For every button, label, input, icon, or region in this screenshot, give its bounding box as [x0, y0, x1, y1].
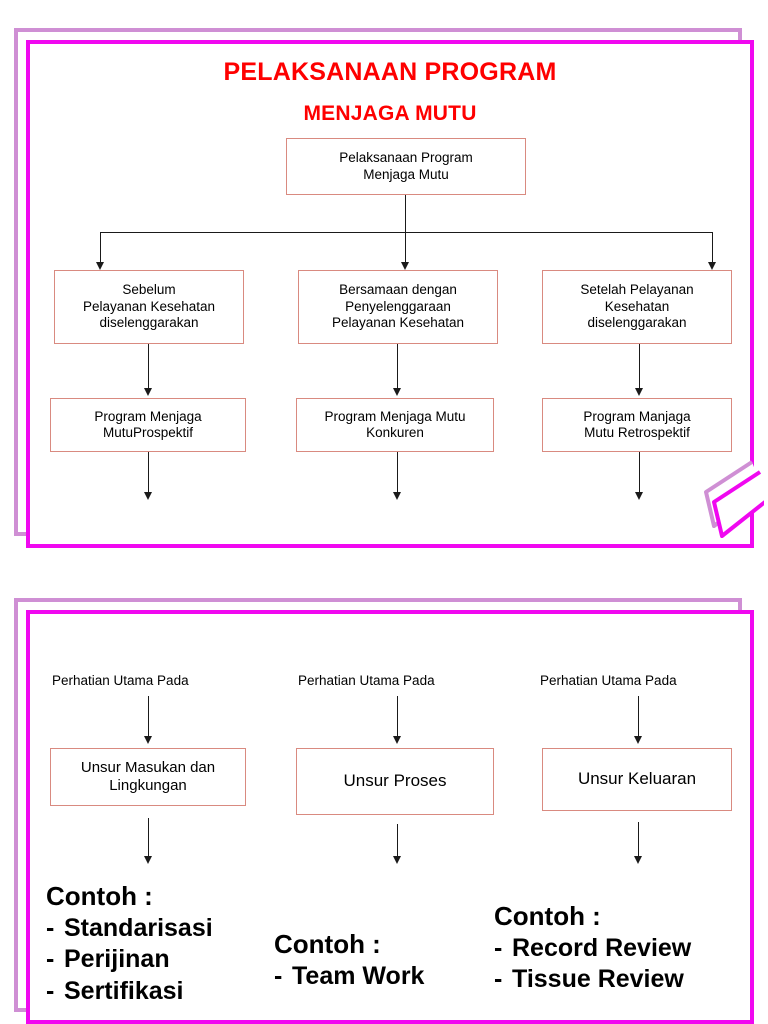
slide-2-inner-frame	[26, 610, 754, 1024]
timing-to-program-line-center	[397, 344, 398, 390]
bullet-dash: -	[494, 933, 503, 962]
box-to-example-arrow-left	[144, 856, 152, 864]
root-box: Pelaksanaan Program Menjaga Mutu	[286, 138, 526, 195]
example-list-input: -Standarisasi -Perijinan -Sertifikasi	[46, 913, 213, 1008]
example-list-output: -Record Review -Tissue Review	[494, 933, 691, 996]
program-box-prospektif-label: Program Menjaga MutuProspektif	[94, 408, 202, 440]
page-curl-icon	[704, 460, 764, 538]
program-exit-arrow-center	[393, 492, 401, 500]
list-item: -Team Work	[274, 961, 424, 993]
element-box-process: Unsur Proses	[296, 748, 494, 815]
box-to-example-arrow-right	[634, 856, 642, 864]
drop-arrow-left	[96, 262, 104, 270]
slide-2-content: Perhatian Utama Pada Perhatian Utama Pad…	[26, 610, 754, 1024]
timing-box-during: Bersamaan dengan Penyelenggaraan Pelayan…	[298, 270, 498, 344]
box-to-example-line-right	[638, 822, 639, 858]
example-heading-input: Contoh :	[46, 881, 153, 911]
bullet-dash: -	[46, 945, 55, 974]
drop-arrow-right	[708, 262, 716, 270]
program-box-prospektif: Program Menjaga MutuProspektif	[50, 398, 246, 452]
root-trunk-line	[405, 195, 406, 232]
list-item: -Record Review	[494, 933, 691, 965]
bullet-dash: -	[46, 913, 55, 942]
focus-to-box-arrow-right	[634, 736, 642, 744]
distributor-line	[100, 232, 712, 233]
slide-1: PELAKSANAAN PROGRAM MENJAGA MUTU Pelaksa…	[14, 28, 764, 548]
bullet-dash: -	[274, 961, 283, 990]
focus-label-output: Perhatian Utama Pada	[540, 673, 677, 688]
program-exit-line-right	[639, 452, 640, 494]
list-item-label: Perijinan	[64, 945, 170, 974]
program-box-retrospektif: Program Manjaga Mutu Retrospektif	[542, 398, 732, 452]
example-block-input: Contoh : -Standarisasi -Perijinan -Serti…	[46, 880, 213, 1007]
element-box-process-label: Unsur Proses	[343, 771, 447, 791]
example-block-process: Contoh : -Team Work	[274, 928, 424, 992]
slide-1-title-line-2: MENJAGA MUTU	[303, 102, 477, 125]
example-list-process: -Team Work	[274, 961, 424, 993]
element-box-output: Unsur Keluaran	[542, 748, 732, 811]
focus-to-box-line-right	[638, 696, 639, 738]
program-exit-arrow-right	[635, 492, 643, 500]
box-to-example-arrow-center	[393, 856, 401, 864]
timing-box-during-label: Bersamaan dengan Penyelenggaraan Pelayan…	[331, 282, 465, 331]
drop-line-right	[712, 232, 713, 264]
focus-to-box-arrow-center	[393, 736, 401, 744]
timing-to-program-arrow-left	[144, 388, 152, 396]
example-heading-process: Contoh :	[274, 929, 381, 959]
slide-1-title-line-1: PELAKSANAAN PROGRAM	[223, 58, 557, 86]
drop-arrow-center	[401, 262, 409, 270]
list-item-label: Standarisasi	[64, 913, 213, 942]
focus-to-box-line-left	[148, 696, 149, 738]
root-box-label: Pelaksanaan Program Menjaga Mutu	[339, 150, 473, 182]
slide-2: Perhatian Utama Pada Perhatian Utama Pad…	[14, 598, 754, 1024]
focus-to-box-line-center	[397, 696, 398, 738]
element-box-input: Unsur Masukan dan Lingkungan	[50, 748, 246, 806]
program-box-konkuren: Program Menjaga Mutu Konkuren	[296, 398, 494, 452]
list-item: -Perijinan	[46, 944, 213, 976]
timing-box-after: Setelah Pelayanan Kesehatan diselenggara…	[542, 270, 732, 344]
timing-box-before: Sebelum Pelayanan Kesehatan diselenggara…	[54, 270, 244, 344]
focus-to-box-arrow-left	[144, 736, 152, 744]
list-item-label: Team Work	[292, 961, 425, 990]
focus-label-process: Perhatian Utama Pada	[298, 673, 435, 688]
list-item: -Sertifikasi	[46, 976, 213, 1008]
program-exit-arrow-left	[144, 492, 152, 500]
program-exit-line-left	[148, 452, 149, 494]
program-box-konkuren-label: Program Menjaga Mutu Konkuren	[324, 408, 466, 440]
focus-label-input: Perhatian Utama Pada	[52, 673, 189, 688]
timing-box-after-label: Setelah Pelayanan Kesehatan diselenggara…	[580, 282, 694, 331]
list-item-label: Record Review	[512, 933, 692, 962]
list-item-label: Sertifikasi	[64, 976, 184, 1005]
timing-to-program-line-right	[639, 344, 640, 390]
list-item: -Tissue Review	[494, 964, 691, 996]
program-exit-line-center	[397, 452, 398, 494]
timing-to-program-line-left	[148, 344, 149, 390]
element-box-input-label: Unsur Masukan dan Lingkungan	[80, 758, 216, 794]
list-item-label: Tissue Review	[512, 965, 684, 994]
timing-to-program-arrow-right	[635, 388, 643, 396]
box-to-example-line-center	[397, 824, 398, 858]
example-block-output: Contoh : -Record Review -Tissue Review	[494, 900, 691, 996]
timing-box-before-label: Sebelum Pelayanan Kesehatan diselenggara…	[82, 282, 216, 331]
timing-to-program-arrow-center	[393, 388, 401, 396]
slide-1-content: PELAKSANAAN PROGRAM MENJAGA MUTU Pelaksa…	[26, 40, 754, 548]
list-item: -Standarisasi	[46, 913, 213, 945]
element-box-output-label: Unsur Keluaran	[577, 769, 697, 789]
example-heading-output: Contoh :	[494, 901, 601, 931]
drop-line-center	[405, 232, 406, 264]
bullet-dash: -	[494, 965, 503, 994]
bullet-dash: -	[46, 976, 55, 1005]
program-box-retrospektif-label: Program Manjaga Mutu Retrospektif	[583, 408, 691, 440]
box-to-example-line-left	[148, 818, 149, 858]
drop-line-left	[100, 232, 101, 264]
